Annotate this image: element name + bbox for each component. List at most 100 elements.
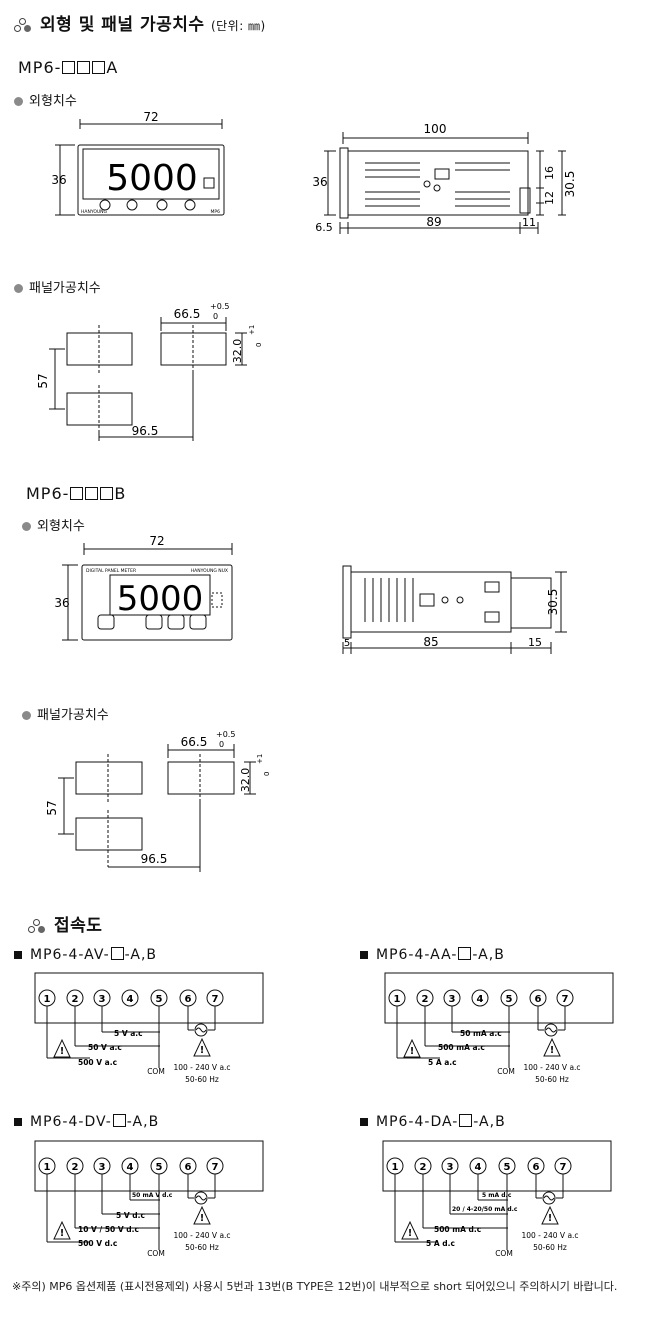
terminal-5: 5 [504,1162,511,1173]
terminal-4: 4 [127,1162,134,1173]
freq-label: 50-60 Hz [535,1075,569,1084]
model-a-title: MP6-A [18,58,119,77]
section-icon [14,18,32,32]
terminal-6: 6 [535,994,542,1005]
front-width-dim: 72 [143,110,158,124]
terminal-1: 1 [44,1162,51,1173]
terminal-6: 6 [533,1162,540,1173]
svg-text:!: ! [550,1045,555,1056]
model-b-panel-label: 패널가공치수 [22,704,109,723]
power-label: 100 - 240 V a.c [523,1063,580,1072]
side-h2-dim: 12 [543,191,556,205]
terminal-3: 3 [449,994,456,1005]
terminal-4: 4 [477,994,484,1005]
front-display-value: 5000 [117,579,204,619]
range-label: 5 A a.c [428,1058,457,1067]
range-label: 500 mA a.c [438,1043,485,1052]
pitch-v-dim: 57 [36,373,50,388]
model-a-front-view: 72 36 5000 HANYOUNG MP6 [51,110,225,216]
range-label: 500 V d.c [78,1239,117,1248]
model-label: MP6 [211,209,221,215]
freq-label: 50-60 Hz [185,1243,219,1252]
pitch-h-dim: 96.5 [132,424,159,438]
cut-h-tol-plus: +1 [248,325,256,335]
model-b-title: MP6-B [26,484,127,503]
model-a-outline-label: 외형치수 [14,90,77,109]
cut-h-dim: 32.0 [239,768,252,793]
wiring-diagram-dv: ! ! 1 2 3 4 5 6 7 50 mA V d.c 5 V d.c 10… [34,1140,264,1258]
model-a-panel-label: 패널가공치수 [14,277,101,296]
terminal-5: 5 [506,994,513,1005]
range-label: 5 mA d.c [482,1192,512,1199]
model-a-panel-cutout: 57 96.5 66.5 +0.5 0 32.0 +1 0 [36,302,263,441]
model-b-side-view: 5 85 15 30.5 [342,565,567,654]
unit-label: (단위: ㎜) [210,19,266,33]
bullet-icon [22,711,31,720]
power-label: 100 - 240 V a.c [173,1231,230,1240]
terminal-1: 1 [392,1162,399,1173]
front-width-dim: 72 [149,535,164,548]
square-bullet-icon [360,1118,368,1126]
terminal-6: 6 [185,994,192,1005]
svg-text:!: ! [200,1213,205,1224]
range-label: 50 V a.c [88,1043,122,1052]
range-label: 10 V / 50 V d.c [78,1225,139,1234]
square-bullet-icon [14,951,22,959]
range-label: 500 mA d.c [434,1225,481,1234]
range-label: 20 / 4-20/50 mA d.c [452,1206,518,1213]
terminal-6: 6 [185,1162,192,1173]
svg-text:!: ! [60,1046,65,1057]
wiring-diagram-da: ! ! 1 2 3 4 5 6 7 5 mA d.c 20 / 4-20/50 … [382,1140,612,1258]
terminal-7: 7 [212,994,219,1005]
wiring-title-da: MP6-4-DA--A,B [360,1114,506,1130]
range-label: 500 V a.c [78,1058,117,1067]
range-label: 5 V d.c [116,1211,145,1220]
range-label: 50 mA V d.c [132,1192,173,1199]
cut-h-tol-plus: +1 [256,754,264,764]
range-label: 5 A d.c [426,1239,455,1248]
terminal-4: 4 [127,994,134,1005]
side-body-dim: 85 [423,635,438,649]
com-label: COM [147,1249,165,1258]
brand-label: DIGITAL PANEL METER [86,568,136,574]
side-tail-dim: 15 [528,636,542,649]
square-bullet-icon [14,1118,22,1126]
svg-text:!: ! [410,1046,415,1057]
model-a-side-view: 100 36 6.5 89 11 16 12 30.5 [312,122,577,234]
cut-w-tol-plus: +0.5 [210,302,229,311]
wiring-title-aa: MP6-4-AA--A,B [360,947,505,963]
svg-text:!: ! [60,1228,65,1239]
terminal-2: 2 [72,994,79,1005]
power-label: 100 - 240 V a.c [521,1231,578,1240]
placeholder-box [458,947,472,960]
model-b-front-view: 72 36 5000 DIGITAL PANEL METER HANYOUNG … [54,535,233,641]
placeholder-box [62,61,76,74]
freq-label: 50-60 Hz [185,1075,219,1084]
power-label: 100 - 240 V a.c [173,1063,230,1072]
placeholder-box [110,947,124,960]
bullet-icon [22,522,31,531]
model-b-panel-cutout: 57 96.5 66.5 +0.5 0 32.0 +1 0 [45,730,271,872]
model-b-outline-label: 외형치수 [22,515,85,534]
cut-w-tol-minus: 0 [213,312,218,321]
com-label: COM [495,1249,513,1258]
cut-w-dim: 66.5 [174,307,201,321]
model-label: HANYOUNG NUX [191,568,228,574]
terminal-2: 2 [422,994,429,1005]
side-height-dim: 30.5 [546,589,560,616]
footnote: ※주의) MP6 옵션제품 (표시전용제외) 사용시 5번과 13번(B TYP… [12,1280,618,1293]
terminal-1: 1 [394,994,401,1005]
side-front-dim: 5 [344,638,350,649]
cut-w-tol-minus: 0 [219,740,224,749]
range-label: 5 V a.c [114,1029,143,1038]
wiring-title-dv: MP6-4-DV--A,B [14,1114,159,1130]
side-body-dim: 89 [426,215,441,229]
pitch-v-dim: 57 [45,800,59,815]
terminal-2: 2 [420,1162,427,1173]
square-bullet-icon [360,951,368,959]
side-front-depth-dim: 6.5 [315,221,333,234]
bullet-icon [14,97,23,106]
side-h3-dim: 30.5 [563,171,577,198]
placeholder-box [85,487,99,500]
terminal-3: 3 [447,1162,454,1173]
